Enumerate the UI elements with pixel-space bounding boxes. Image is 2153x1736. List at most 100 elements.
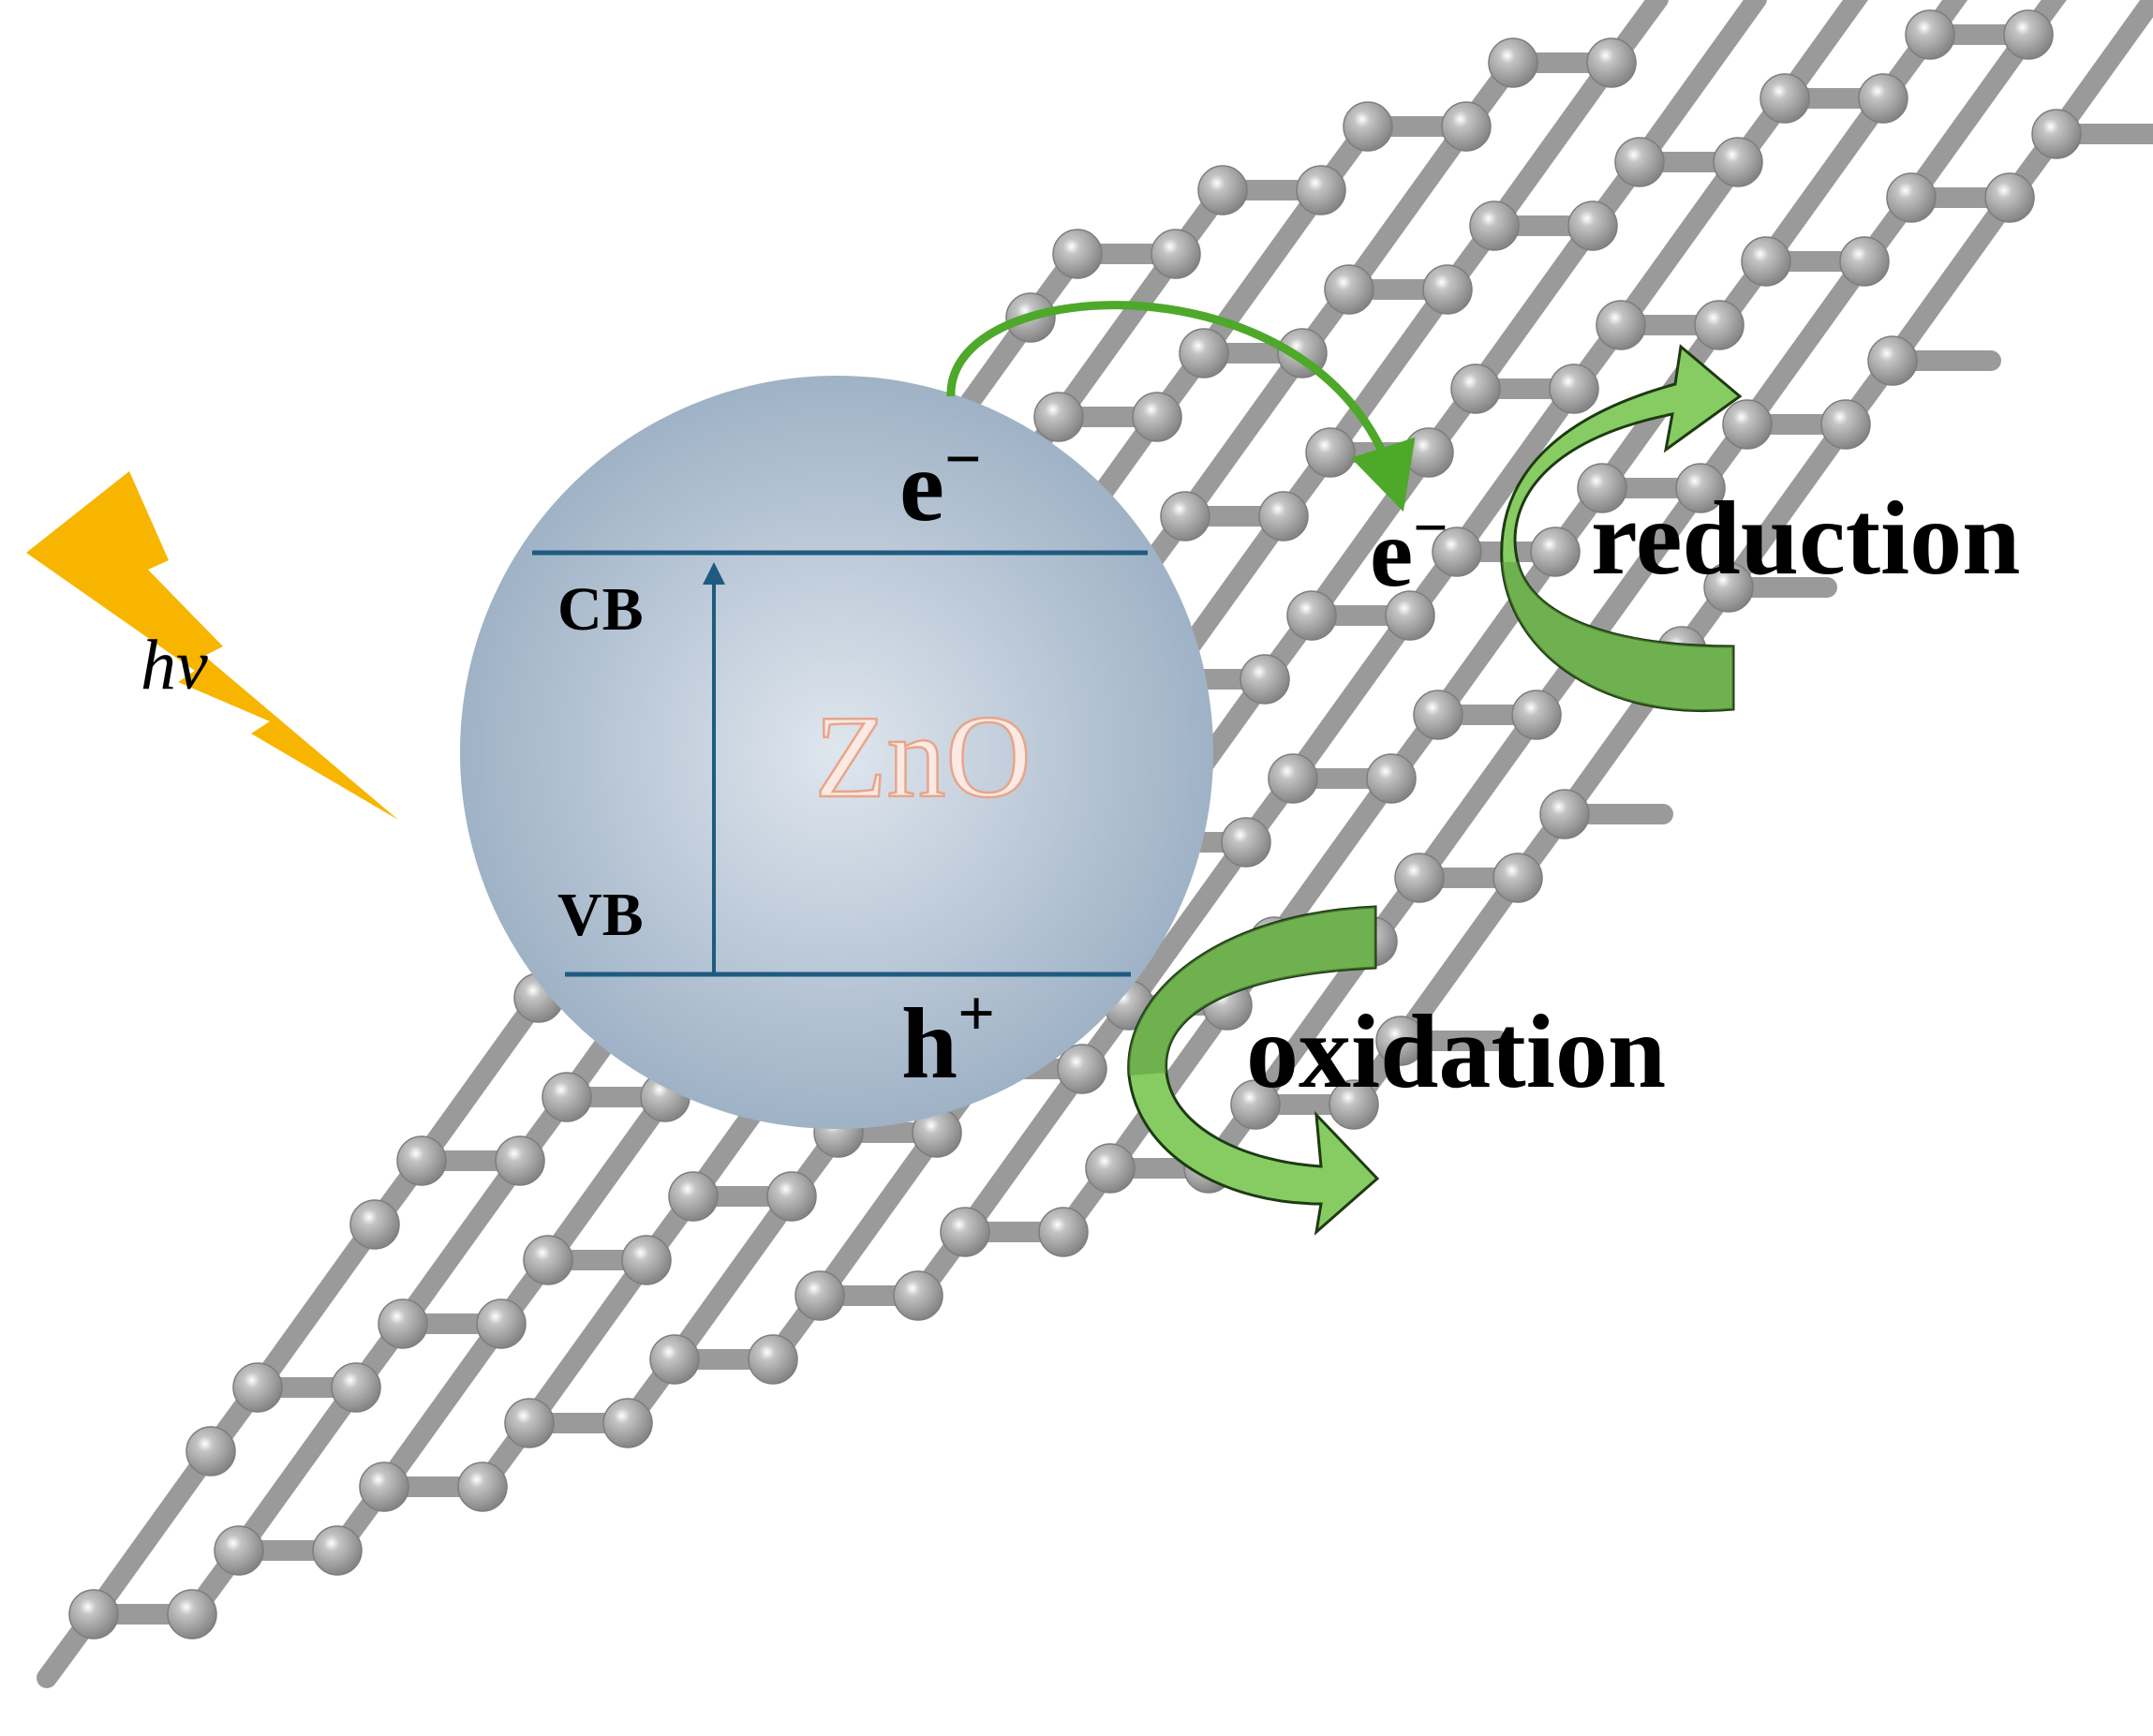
lattice-atom (1567, 200, 1618, 251)
lattice-atom (649, 1334, 700, 1385)
lattice-atom (349, 1199, 400, 1250)
lattice-atom (2031, 109, 2082, 159)
reduction-label: reduction (1591, 481, 2020, 597)
lattice-atom (621, 1235, 672, 1285)
lattice-atom (495, 1135, 545, 1186)
lattice-atom (1741, 236, 1791, 287)
lattice-bond (1409, 705, 1547, 888)
lattice-atom (1221, 817, 1271, 868)
conduction-band-label: CB (557, 575, 644, 644)
oxidation-label: oxidation (1246, 994, 1666, 1110)
lattice-bond (2046, 0, 2153, 144)
lattice-atom (1366, 753, 1417, 804)
lattice-bond (1920, 0, 1968, 45)
lattice-atom (1268, 753, 1318, 804)
lattice-atom (1450, 364, 1501, 414)
lattice-atom (542, 1072, 592, 1122)
electron-graphene-label: e− (1370, 494, 1448, 607)
lattice-atom (1240, 654, 1290, 705)
lattice-atom (378, 1298, 428, 1349)
lattice-atom (359, 1462, 409, 1512)
lattice-atom (1375, 1016, 1426, 1066)
lattice-atom (1258, 491, 1309, 542)
electron-graphene-symbol: e (1370, 499, 1413, 607)
lattice-bond (1484, 52, 1622, 236)
valence-band-label: VB (557, 881, 644, 949)
lattice-atom (1511, 690, 1562, 740)
lattice-atom (2003, 9, 2054, 60)
lattice-bond (1175, 343, 1313, 527)
lattice-bond (1048, 244, 1186, 427)
lattice-atom (1886, 172, 1937, 223)
lattice-atom (1614, 137, 1665, 187)
lattice-bond (664, 1186, 802, 1370)
electron-zno-label: e− (899, 423, 982, 542)
lattice-atom (1549, 364, 1599, 414)
lattice-atom (794, 1270, 845, 1321)
lattice-atom (1394, 853, 1445, 903)
lattice-atom (214, 1525, 264, 1576)
hole-symbol: h (901, 988, 958, 1100)
lattice-atom (331, 1362, 381, 1413)
lattice-bond (374, 1313, 512, 1497)
lattice-atom (68, 1589, 119, 1640)
lattice-atom (1469, 200, 1520, 251)
lattice-atom (1441, 101, 1492, 152)
lattice-atom (1432, 527, 1482, 577)
lattice-atom (1179, 328, 1229, 378)
lattice-bond (1629, 0, 1767, 172)
electron-zno-symbol: e (899, 431, 944, 542)
lattice-atom (1586, 37, 1637, 88)
lattice-atom (1286, 590, 1337, 641)
light-label: hv (141, 626, 208, 705)
lattice-bond (83, 1441, 221, 1625)
lattice-atom (668, 1171, 719, 1222)
lightning-icon (26, 471, 398, 820)
lattice-atom (1703, 562, 1754, 613)
hole-charge: + (958, 978, 995, 1050)
lattice-bond (1901, 24, 2039, 208)
lattice-bond (1339, 116, 1477, 300)
lattice-bond (809, 1122, 947, 1306)
lattice-bond (1882, 187, 2020, 371)
lattice-atom (1539, 789, 1590, 839)
lattice-atom (1038, 1207, 1089, 1257)
lattice-bond (1611, 152, 1748, 335)
lattice-bond (1119, 832, 1256, 1016)
lattice-atom (1858, 73, 1908, 124)
reduction-curved-arrow-icon (1500, 344, 1743, 712)
lattice-atom (1596, 300, 1646, 350)
lattice-bond (1428, 542, 1566, 725)
lattice-atom (1839, 236, 1890, 287)
electron-zno-charge: − (944, 423, 982, 496)
lattice-atom (1675, 463, 1726, 513)
lattice-atom (1905, 9, 1955, 60)
lattice-atom (1820, 399, 1871, 450)
lattice-atom (1694, 300, 1745, 350)
lattice-bond (1737, 251, 1875, 435)
lattice-atom (1132, 392, 1182, 442)
lattice-atom (1329, 1079, 1379, 1130)
lattice-bond (393, 1150, 530, 1334)
lattice-atom (1057, 1044, 1107, 1094)
lattice-bond (519, 1250, 657, 1433)
lattice-atom (1492, 853, 1543, 903)
lattice-atom (893, 1270, 943, 1321)
lattice-atom (1722, 399, 1773, 450)
lattice-atom (1577, 463, 1627, 513)
electron-transfer-arrow-icon (946, 301, 1416, 512)
lattice-atom (1867, 335, 1918, 386)
lattice-atom (1343, 101, 1393, 152)
lattice-bond (538, 1087, 676, 1270)
lattice-atom (1160, 491, 1210, 542)
lattice-bond (955, 1059, 1092, 1242)
hole-label: h+ (901, 978, 995, 1100)
lattice-atom (1984, 172, 2035, 223)
lattice-bond (1756, 88, 1893, 272)
lattice-atom (1305, 427, 1356, 478)
lattice-atom (1296, 165, 1346, 215)
lattice-atom (748, 1334, 798, 1385)
zno-particle (460, 376, 1213, 1129)
lattice-atom (1052, 229, 1103, 279)
lattice-atom (602, 1398, 653, 1448)
